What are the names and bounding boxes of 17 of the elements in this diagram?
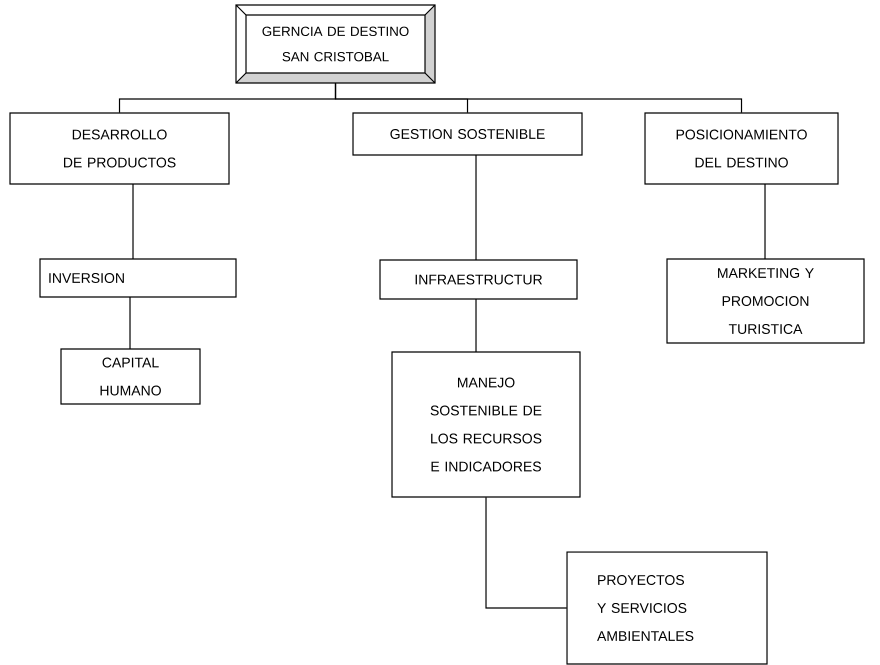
connector-line [485,498,566,609]
beveled-box: GERNCIA DE DESTINO SAN CRISTOBAL [235,4,436,84]
connector-line [132,184,134,259]
org-box: PROYECTOS Y SERVICIOS AMBIENTALES [566,551,768,665]
org-box: POSICIONAMIENTO DEL DESTINO [644,112,839,185]
org-box: GESTION SOSTENIBLE [352,112,583,156]
org-box: MARKETING Y PROMOCION TURISTICA [666,258,865,344]
org-box: MANEJO SOSTENIBLE DE LOS RECURSOS E INDICADORES [391,351,581,498]
connector-line [475,299,477,352]
org-box: CAPITAL HUMANO [60,348,201,405]
connector-line [129,297,131,349]
connector-line [764,184,766,259]
org-box: INFRAESTRUCTUR [379,259,578,300]
org-box: DESARROLLO DE PRODUCTOS [9,112,230,185]
org-box: INVERSION [39,258,237,298]
connector-line [334,84,742,112]
connector-line [475,155,477,260]
